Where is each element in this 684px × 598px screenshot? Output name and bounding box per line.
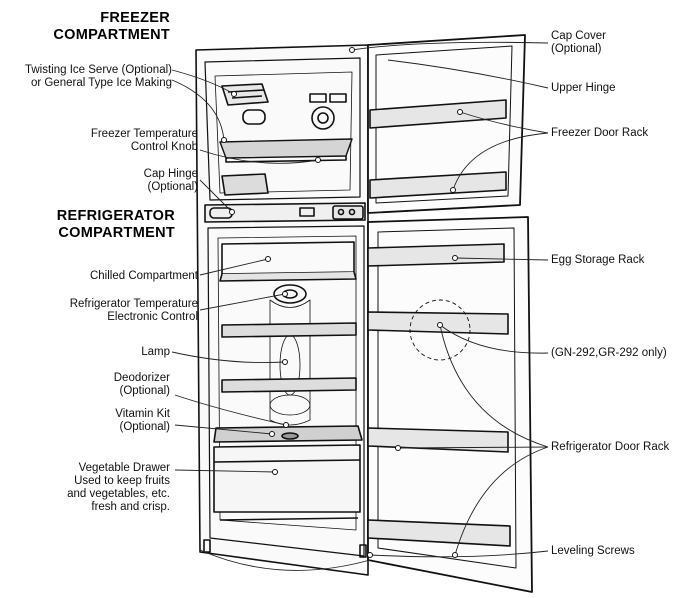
label-deodorizer: Deodorizer(Optional) — [60, 372, 170, 398]
label-models-only: (GN-292,GR-292 only) — [551, 347, 681, 360]
freezer-shelf — [220, 139, 352, 158]
label-leveling-screws: Leveling Screws — [551, 545, 676, 558]
vegetable-drawer — [214, 445, 360, 512]
label-cap-cover: Cap Cover(Optional) — [551, 30, 671, 56]
label-vitamin: Vitamin Kit(Optional) — [60, 408, 170, 434]
label-chilled: Chilled Compartment — [20, 270, 198, 283]
label-ref-door-rack: Refrigerator Door Rack — [551, 441, 681, 454]
label-cap-hinge: Cap Hinge(Optional) — [60, 168, 198, 194]
ice-tray — [222, 174, 268, 195]
label-upper-hinge: Upper Hinge — [551, 82, 671, 95]
label-lamp: Lamp — [60, 346, 170, 359]
ice-maker — [222, 84, 268, 105]
shelf-1 — [222, 323, 356, 337]
shelf-2 — [222, 378, 356, 392]
label-egg-rack: Egg Storage Rack — [551, 254, 676, 267]
label-freezer-door-rack: Freezer Door Rack — [551, 127, 676, 140]
label-ice-serve: Twisting Ice Serve (Optional)or General … — [0, 64, 172, 90]
egg-rack — [368, 244, 504, 266]
